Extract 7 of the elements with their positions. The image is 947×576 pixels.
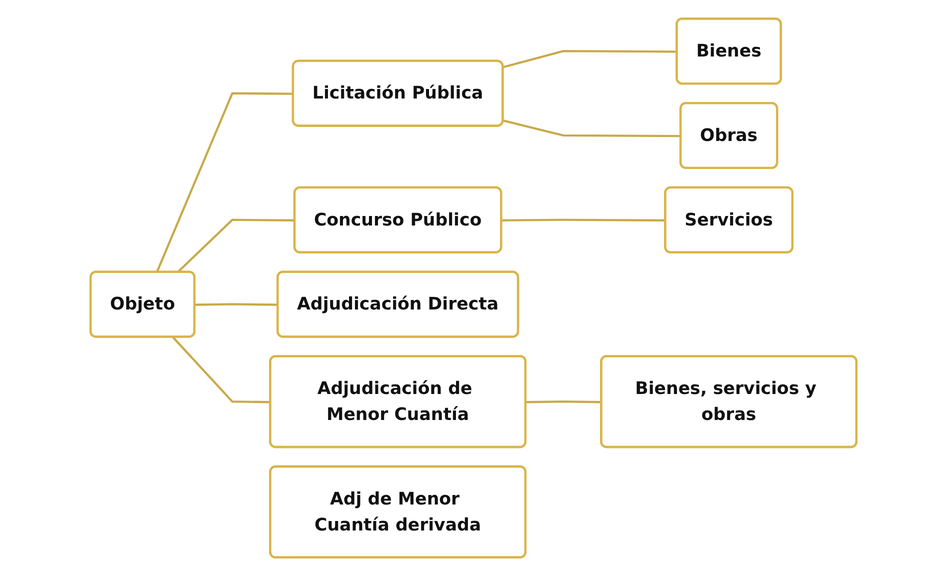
connector <box>526 400 602 404</box>
connector <box>194 303 278 306</box>
connector <box>156 92 294 273</box>
connector <box>172 336 271 404</box>
connector <box>502 120 682 138</box>
connector <box>502 50 678 68</box>
connector <box>502 218 666 222</box>
